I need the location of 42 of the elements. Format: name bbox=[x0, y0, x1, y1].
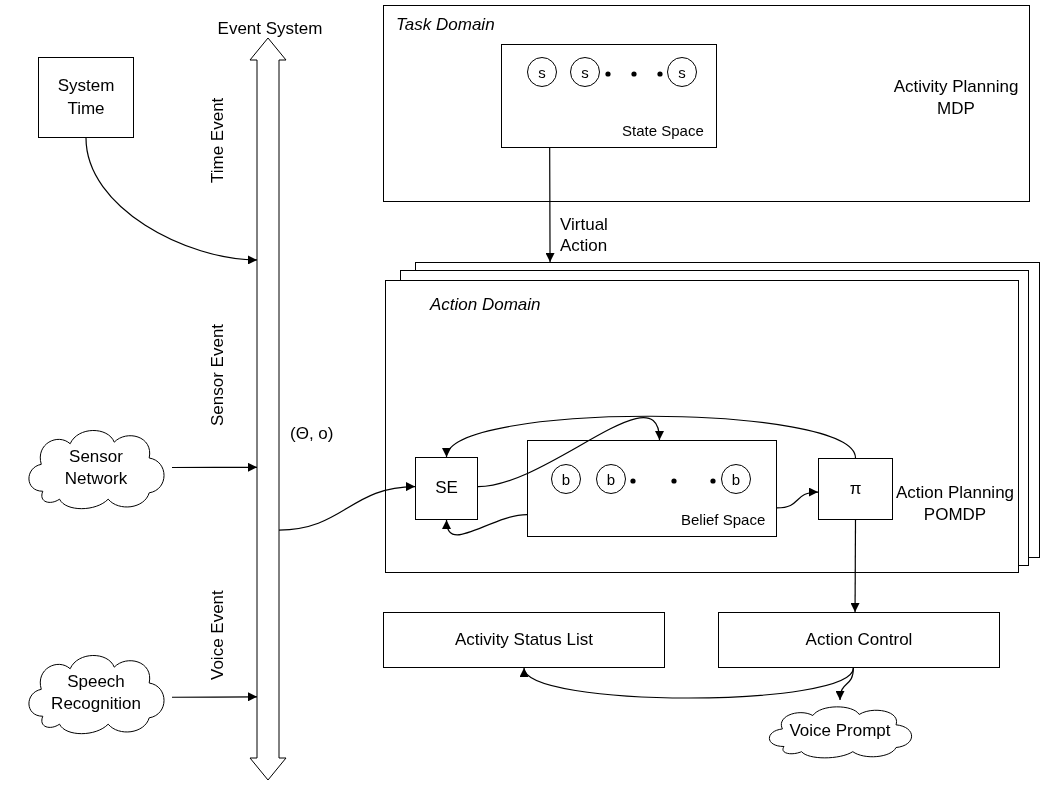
arrow bbox=[443, 514, 528, 536]
arrow bbox=[278, 482, 416, 531]
edge-label: Sensor Event bbox=[207, 322, 228, 429]
panel-label: Activity Planning MDP bbox=[892, 76, 1020, 121]
process-box: Action Control bbox=[718, 612, 1000, 668]
arrow bbox=[850, 519, 860, 613]
cloud-label: Speech Recognition bbox=[50, 670, 142, 715]
belief-circle: b bbox=[721, 464, 751, 494]
state-circle: s bbox=[527, 57, 557, 87]
belief-circle: b bbox=[596, 464, 626, 494]
cloud-label: Voice Prompt bbox=[788, 719, 892, 742]
arrow bbox=[545, 146, 555, 263]
process-box: π bbox=[818, 458, 893, 520]
bus-title: Event System bbox=[216, 18, 324, 40]
panel-title: Action Domain bbox=[430, 294, 541, 316]
space-label: State Space bbox=[622, 121, 704, 141]
process-box: System Time bbox=[38, 57, 134, 138]
arrow bbox=[171, 692, 258, 702]
arrow bbox=[171, 462, 258, 472]
process-box: SE bbox=[415, 457, 478, 520]
domain-panel bbox=[383, 5, 1030, 202]
arrow bbox=[85, 137, 258, 264]
stacked-domain-panel bbox=[385, 262, 1040, 573]
panel-label: Action Planning POMDP bbox=[894, 482, 1016, 527]
edge-label: (Θ, o) bbox=[290, 423, 335, 445]
arrow bbox=[836, 667, 854, 701]
arrow bbox=[776, 488, 819, 509]
edge-label: Voice Event bbox=[207, 589, 228, 682]
state-circle: s bbox=[570, 57, 600, 87]
state-space-box bbox=[501, 44, 717, 148]
state-circle: s bbox=[667, 57, 697, 87]
edge-label: Time Event bbox=[207, 96, 228, 185]
arrow bbox=[477, 417, 663, 488]
arrow bbox=[445, 415, 857, 459]
space-label: Belief Space bbox=[681, 510, 766, 530]
belief-circle: b bbox=[551, 464, 581, 494]
process-box: Activity Status List bbox=[383, 612, 665, 668]
cloud-label: Sensor Network bbox=[63, 445, 129, 490]
arrow bbox=[523, 667, 854, 699]
belief-space-box bbox=[527, 440, 777, 537]
edge-label: Virtual Action bbox=[560, 214, 609, 257]
panel-title: Task Domain bbox=[396, 14, 495, 36]
